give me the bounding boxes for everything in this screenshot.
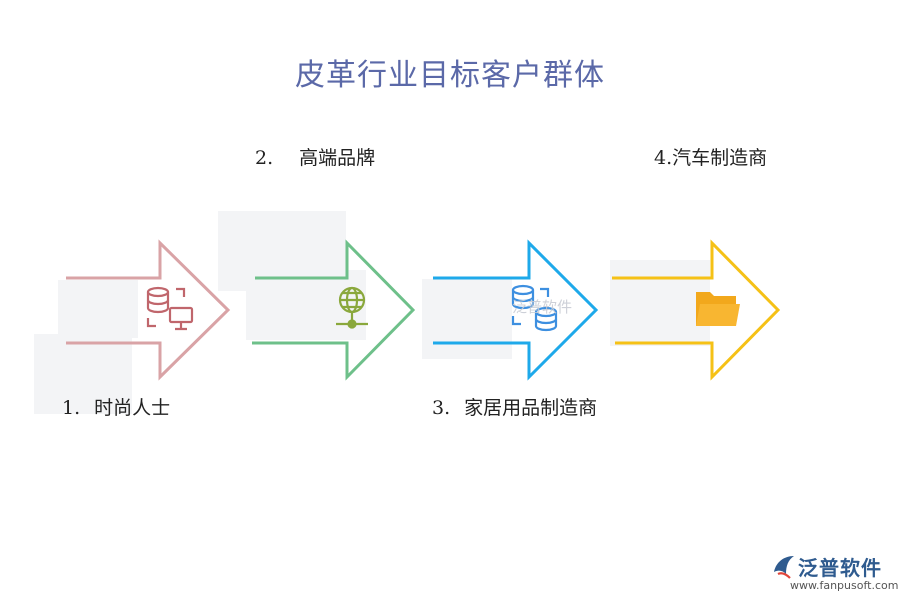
item-label-2: 2. 高端品牌	[255, 143, 375, 170]
footer-brand: 泛普软件	[798, 556, 882, 580]
item-number-1: 1.	[62, 397, 81, 419]
bg-block	[610, 260, 710, 346]
database-monitor-icon	[146, 286, 194, 331]
page-title: 皮革行业目标客户群体	[295, 58, 605, 93]
item-number-3: 3.	[432, 397, 451, 419]
footer-url: www.fanpusoft.com	[790, 579, 899, 592]
arrow-2	[252, 239, 416, 381]
arrow-1-outline	[66, 239, 231, 381]
arrow-1	[66, 239, 231, 381]
arrow-2-outline	[252, 239, 416, 381]
database-sync-icon	[511, 284, 558, 332]
folder-icon	[696, 292, 740, 326]
bg-block	[422, 279, 512, 359]
item-label-3: 3. 家居用品制造商	[432, 393, 597, 420]
arrow-3	[433, 239, 599, 381]
item-number-4: 4.	[654, 147, 673, 169]
arrow-4-outline	[612, 239, 781, 381]
item-number-2: 2.	[255, 147, 274, 169]
watermark-text: 泛普软件	[512, 298, 573, 316]
item-text-3: 家居用品制造商	[464, 397, 598, 419]
footer-logo: 泛普软件 www.fanpusoft.com	[770, 552, 898, 596]
item-label-4: 4.汽车制造商	[654, 143, 767, 170]
globe-network-icon	[336, 286, 368, 329]
bg-block	[246, 270, 366, 340]
bg-block	[34, 334, 132, 414]
arrow-4	[612, 239, 781, 381]
arrow-3-outline	[433, 239, 599, 381]
item-text-4: 汽车制造商	[672, 147, 768, 169]
logo-mark-icon	[774, 556, 794, 579]
bg-block	[58, 280, 138, 338]
item-text-2: 高端品牌	[299, 147, 376, 169]
item-label-1: 1. 时尚人士	[62, 393, 170, 420]
item-text-1: 时尚人士	[94, 397, 171, 419]
